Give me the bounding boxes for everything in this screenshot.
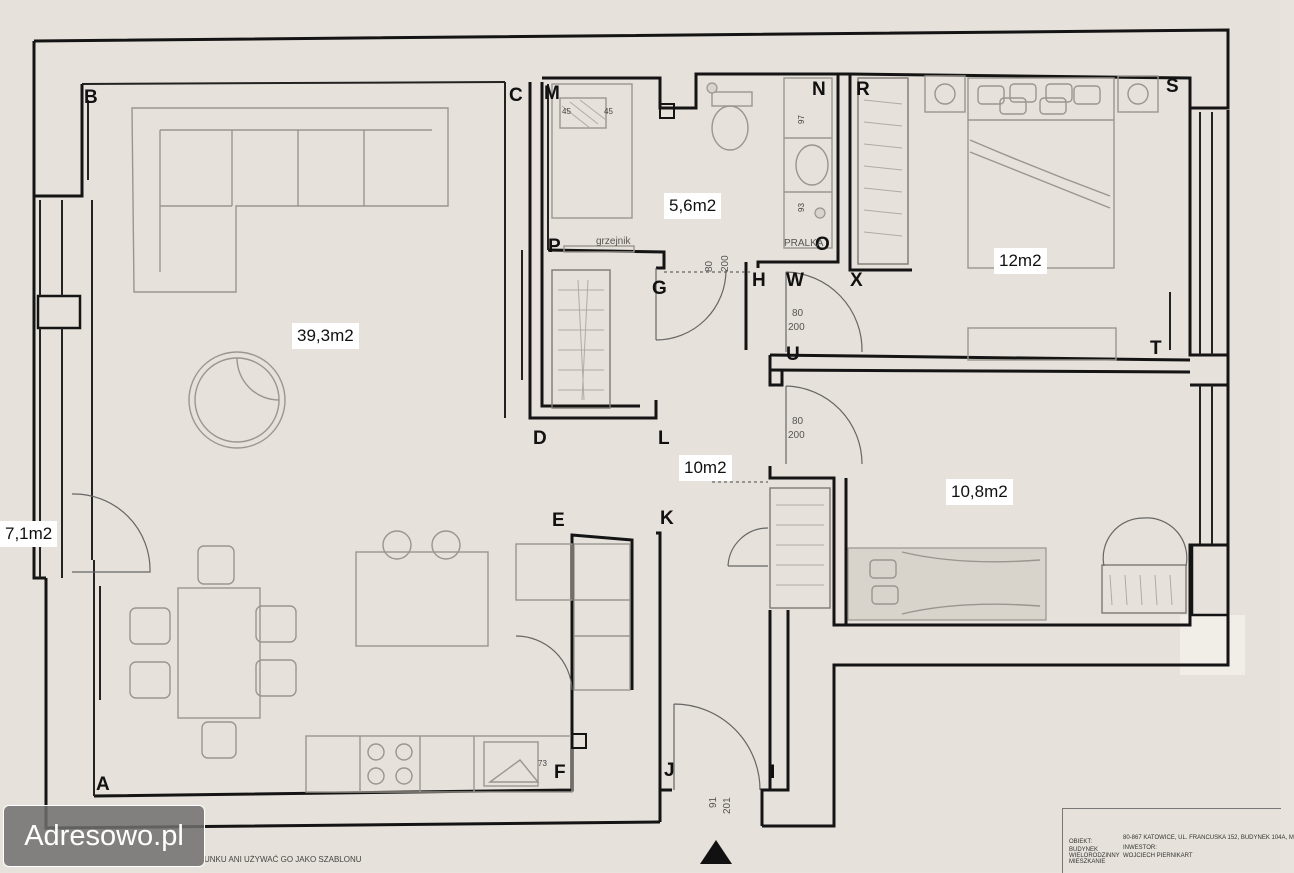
point-E: E bbox=[552, 510, 565, 531]
point-O: O bbox=[815, 234, 830, 255]
entrance-arrow bbox=[700, 840, 732, 864]
point-A: A bbox=[96, 774, 110, 795]
watermark-logo: Adresowo.pl bbox=[3, 805, 205, 867]
door-swings bbox=[71, 268, 1188, 791]
bath-door-height: 200 bbox=[720, 255, 731, 272]
shower-height: 45 bbox=[604, 107, 613, 116]
point-N: N bbox=[812, 79, 826, 100]
point-T: T bbox=[1150, 338, 1162, 359]
point-K: K bbox=[660, 508, 674, 529]
point-P: P bbox=[548, 236, 561, 257]
dining-table bbox=[129, 545, 297, 759]
point-labels: B C M N R S P O G H W X U T D L E K A F … bbox=[84, 76, 1179, 795]
point-C: C bbox=[509, 85, 523, 106]
wall-c-d bbox=[504, 82, 658, 420]
bed1-door-height: 200 bbox=[788, 322, 805, 333]
single-bed bbox=[847, 547, 1047, 621]
sink-and-washer bbox=[783, 77, 833, 249]
hall-walls bbox=[656, 262, 772, 790]
washer-label: PRALKA bbox=[784, 238, 824, 249]
kitchen-island bbox=[355, 530, 489, 647]
bath-door-width: 80 bbox=[704, 260, 715, 272]
dim-73: 73 bbox=[538, 759, 547, 768]
radiator-label: grzejnik bbox=[596, 236, 631, 247]
round-table bbox=[188, 351, 286, 449]
point-W: W bbox=[786, 270, 804, 291]
point-J: J bbox=[664, 760, 675, 781]
radiator bbox=[563, 245, 635, 253]
area-bathroom: 5,6m2 bbox=[664, 193, 722, 219]
point-S: S bbox=[1166, 76, 1179, 97]
point-D: D bbox=[533, 428, 547, 449]
nightstands bbox=[924, 75, 1159, 361]
entry-door-height: 201 bbox=[722, 797, 733, 814]
area-balcony: 7,1m2 bbox=[0, 521, 58, 547]
point-M: M bbox=[544, 83, 560, 104]
point-B: B bbox=[84, 87, 98, 108]
point-U: U bbox=[786, 344, 800, 365]
dim-97: 97 bbox=[797, 115, 806, 124]
dim-93: 93 bbox=[797, 203, 806, 212]
bedroom-small-walls bbox=[768, 385, 1228, 627]
bed1-door-width: 80 bbox=[792, 308, 804, 319]
point-I: I bbox=[770, 762, 775, 783]
area-bedroom-large: 12m2 bbox=[994, 248, 1047, 274]
shower bbox=[551, 83, 633, 219]
point-H: H bbox=[752, 270, 766, 291]
bed2-door-height: 200 bbox=[788, 430, 805, 441]
tb-object-label: OBIEKT: bbox=[1069, 839, 1093, 845]
wardrobe-bedroom bbox=[857, 77, 909, 265]
bedroom-large-walls bbox=[768, 74, 1230, 387]
tb-investor-label: INWESTOR: bbox=[1123, 845, 1157, 851]
point-F: F bbox=[554, 762, 566, 783]
tb-address: 80-867 KATOWICE, UL. FRANCUSKA 152, BUDY… bbox=[1123, 835, 1294, 841]
tb-object-value: BUDYNEK WIELORODZINNY MIESZKANIE bbox=[1069, 847, 1120, 865]
title-block: OBIEKT: BUDYNEK WIELORODZINNY MIESZKANIE… bbox=[1062, 808, 1294, 873]
area-hall: 10m2 bbox=[679, 455, 732, 481]
footer-note: UNKU ANI UŻYWAĆ GO JAKO SZABLONU bbox=[204, 855, 362, 864]
living-inner-walls bbox=[36, 81, 506, 796]
point-L: L bbox=[658, 428, 670, 449]
kitchen-cabinets bbox=[305, 543, 631, 793]
bed2-door-width: 80 bbox=[792, 416, 804, 427]
toilet bbox=[706, 82, 753, 151]
wardrobe-hall bbox=[551, 269, 611, 409]
area-living: 39,3m2 bbox=[292, 323, 359, 349]
point-X: X bbox=[850, 270, 863, 291]
point-G: G bbox=[652, 278, 667, 299]
sofa bbox=[131, 107, 449, 293]
point-R: R bbox=[856, 79, 870, 100]
area-bedroom-small: 10,8m2 bbox=[946, 479, 1013, 505]
entry-door-width: 91 bbox=[708, 796, 719, 808]
bathroom-walls bbox=[542, 72, 840, 270]
tb-investor-value: WOJCIECH PIERNIKART bbox=[1123, 853, 1193, 859]
shower-width: 45 bbox=[562, 107, 571, 116]
wardrobe-small-room bbox=[769, 487, 1187, 614]
dimension-labels: grzejnik PRALKA 45 45 97 93 73 80 200 80… bbox=[538, 107, 824, 814]
